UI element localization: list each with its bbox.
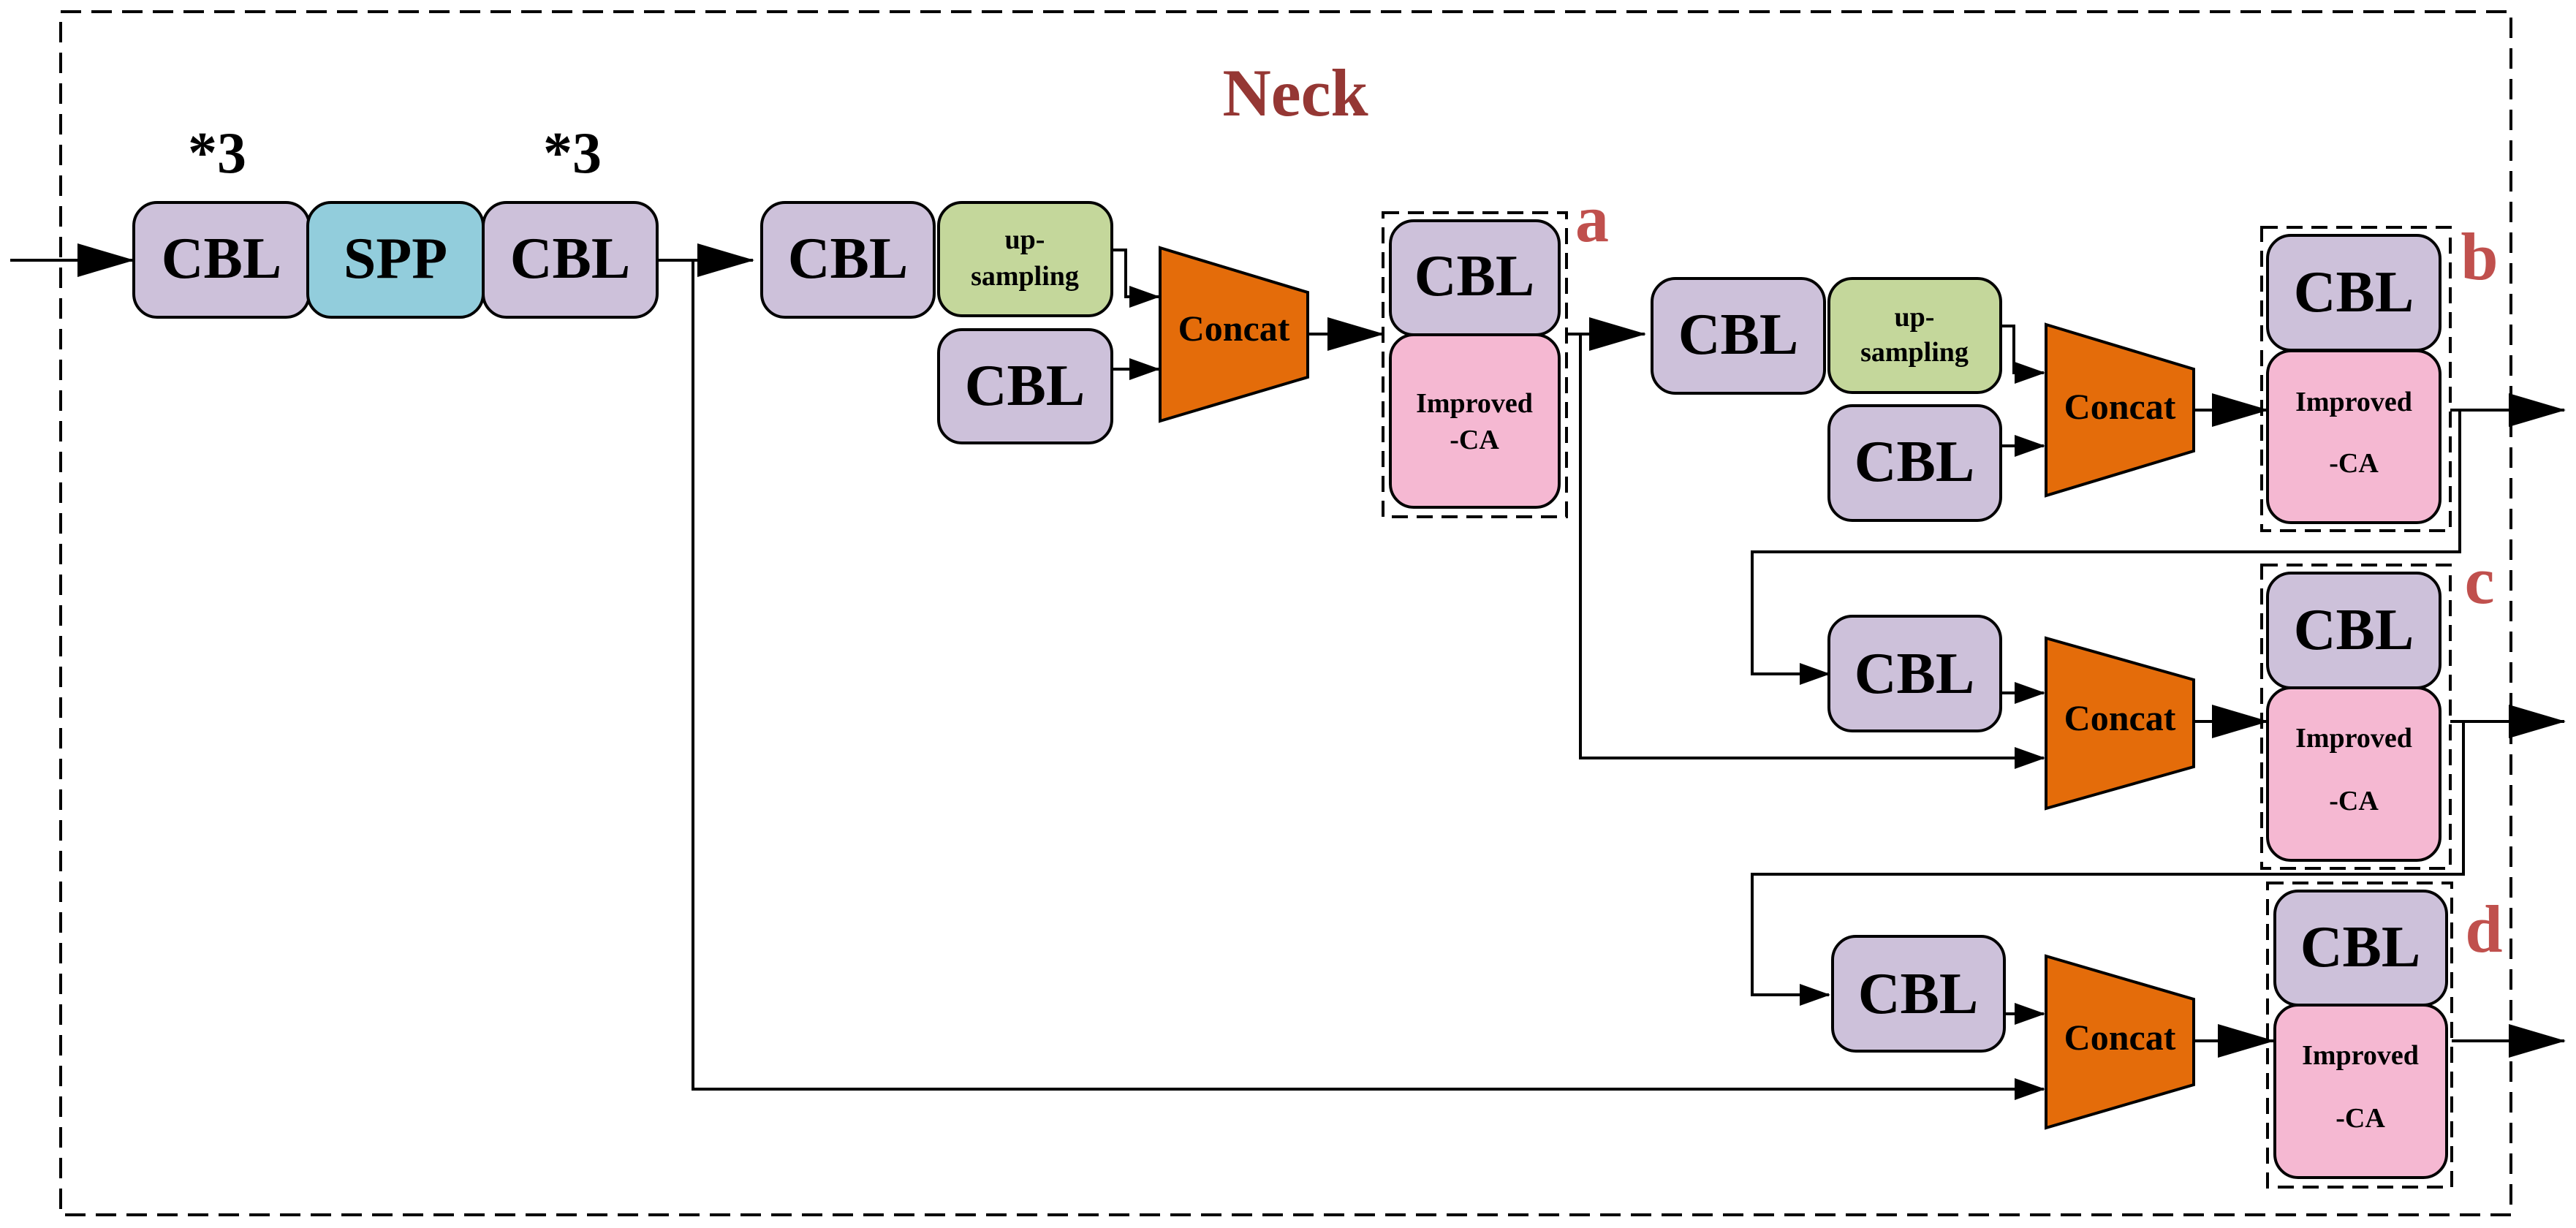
concat-block-1	[1159, 246, 1309, 423]
group-d-frame	[2266, 882, 2453, 1189]
upsampling-2-line2: sampling	[1860, 337, 1969, 368]
upsampling-2-line1: up-	[1895, 302, 1935, 333]
group-a-improved-ca	[1389, 333, 1561, 509]
cbl-block-5-label: CBL	[1678, 303, 1799, 367]
cbl-block-3-label: CBL	[788, 227, 909, 291]
cbl-block-d-label: CBL	[1858, 962, 1979, 1026]
concat-d-label: Concat	[2064, 1017, 2176, 1058]
group-label-c: c	[2465, 543, 2495, 618]
concat-block-d	[2045, 954, 2195, 1130]
group-d-cbl-label: CBL	[2300, 915, 2421, 979]
upsampling-block-1	[937, 201, 1113, 317]
group-c-improved-line2: -CA	[2329, 786, 2379, 816]
group-a-frame	[1382, 211, 1568, 518]
group-c-cbl-label: CBL	[2294, 598, 2414, 662]
c-to-cbl-d	[1751, 720, 2465, 1006]
group-b-cbl-label: CBL	[2294, 260, 2414, 325]
branch-to-concat-d	[692, 260, 2045, 1100]
cbl-block-4	[937, 328, 1113, 444]
neck-title: Neck	[1222, 56, 1368, 130]
group-b-improved-ca	[2266, 349, 2441, 524]
cbl-block-c-label: CBL	[1855, 642, 1975, 706]
group-c-improved-line1: Improved	[2295, 723, 2412, 754]
group-a-cbl-label: CBL	[1414, 244, 1535, 308]
cbl-block-6	[1827, 404, 2002, 522]
concat-2-label: Concat	[2064, 386, 2176, 427]
concat-block-c	[2045, 636, 2195, 811]
group-label-b: b	[2461, 219, 2498, 294]
concat-c-label: Concat	[2064, 697, 2176, 738]
group-b-improved-line1: Improved	[2295, 387, 2412, 417]
branch-a-to-concat-c	[1579, 334, 2045, 769]
cbl-block-6-label: CBL	[1855, 430, 1975, 494]
upsampling-block-2	[1827, 277, 2002, 394]
concat-1-label: Concat	[1178, 308, 1290, 349]
group-c-frame	[2260, 564, 2452, 870]
group-d-improved-ca	[2273, 1004, 2448, 1179]
connections	[10, 243, 2566, 1100]
b-to-cbl-c	[1751, 409, 2461, 685]
cbl-block-4-label: CBL	[965, 354, 1086, 418]
neck-frame	[59, 10, 2512, 1216]
cbl-block-5	[1651, 277, 1826, 395]
group-d-improved-line2: -CA	[2336, 1103, 2385, 1134]
cbl-block-1-label: CBL	[162, 227, 282, 291]
upsampling1-to-concat1	[1112, 249, 1160, 308]
group-d-improved-line1: Improved	[2302, 1040, 2419, 1071]
repeat-mark-2: *3	[543, 121, 602, 186]
upsampling2-to-concat2	[2001, 325, 2045, 384]
repeat-mark-1: *3	[188, 121, 246, 186]
upsampling-1-line1: up-	[1005, 224, 1045, 255]
cbl-block-2-label: CBL	[510, 227, 631, 291]
group-a-improved-line2: -CA	[1450, 425, 1499, 455]
upsampling-1-line2: sampling	[971, 261, 1079, 292]
concat-block-2	[2045, 322, 2195, 498]
cbl-block-2	[482, 201, 659, 319]
group-a-improved-line1: Improved	[1416, 388, 1533, 419]
group-label-d: d	[2465, 892, 2502, 966]
cbl-block-d	[1831, 935, 2006, 1053]
cbl-block-3	[760, 201, 936, 319]
group-b-frame	[2260, 226, 2452, 532]
cbl-block-c	[1827, 615, 2002, 732]
group-label-a: a	[1575, 181, 1609, 256]
group-c-improved-ca	[2266, 686, 2441, 862]
spp-block-label: SPP	[344, 227, 447, 291]
group-b-improved-line2: -CA	[2329, 448, 2379, 479]
